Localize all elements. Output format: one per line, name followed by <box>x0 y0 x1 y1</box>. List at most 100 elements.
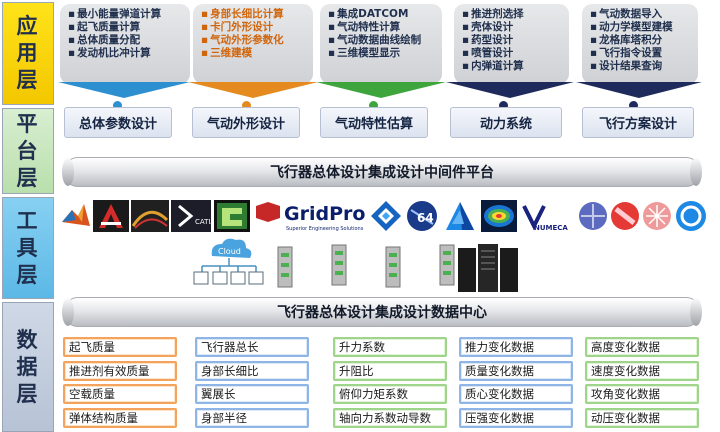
platform-aero-shape: 气动外形设计 <box>192 107 300 138</box>
app-item: 喷管设计 <box>462 47 563 60</box>
gridgen-logo-icon <box>214 200 250 232</box>
app-card-aero-characteristics: 集成DATCOM 气动特性计算 气动数据曲线绘制 三维模型显示 <box>320 4 442 84</box>
app-item: 总体质量分配 <box>68 34 184 47</box>
data-cell: 翼展长 <box>195 384 309 404</box>
platform-aero-characteristics: 气动特性估算 <box>320 107 428 138</box>
ansys-logo-icon <box>131 200 169 232</box>
app-item: 动力学模型建模 <box>590 21 692 34</box>
app-card-power-system: 推进剂选择 壳体设计 药型设计 喷管设计 内弹道计算 <box>454 4 569 84</box>
platform-power-system: 动力系统 <box>450 107 562 138</box>
numeca-logo-icon: NUMECA <box>520 200 576 232</box>
app-item: 发动机比冲计算 <box>68 47 184 60</box>
gridpro-logo-icon: GridPro Superior Engineering Solutions <box>254 200 366 232</box>
data-cell: 身部长细比 <box>195 360 309 381</box>
data-column-mass: 起飞质量 推进剂有效质量 空载质量 弹体结构质量 <box>63 337 177 431</box>
data-column-geometry: 飞行器总长 身部长细比 翼展长 身部半径 <box>195 337 309 431</box>
data-column-aero-coefficients: 升力系数 升阻比 俯仰力矩系数 轴向力系数动导数 <box>333 337 447 431</box>
tools-layer-label: 工具层 <box>2 197 54 299</box>
data-cell: 动压变化数据 <box>585 407 699 428</box>
app-item: 三维建模 <box>201 47 307 60</box>
data-cell: 身部半径 <box>195 407 309 428</box>
app-item: 壳体设计 <box>462 21 563 34</box>
data-cell: 轴向力系数动导数 <box>333 407 447 428</box>
tecplot-logo-icon <box>442 200 478 232</box>
app-item: 最小能量弹道计算 <box>68 8 184 21</box>
cloud-network-icon: Cloud <box>190 234 268 292</box>
chevron-down-icon <box>188 82 318 98</box>
platform-flight-plan: 飞行方案设计 <box>582 107 694 138</box>
app-item: 内弹道计算 <box>462 60 563 73</box>
bar-cap <box>62 158 74 186</box>
sphere-b-logo-icon <box>610 200 640 232</box>
data-cell: 质量变化数据 <box>459 360 573 381</box>
bar-cap <box>62 298 74 326</box>
sphere-c-logo-icon <box>642 200 672 232</box>
platform-layer-label: 平台层 <box>2 108 54 194</box>
svg-text:64: 64 <box>417 211 434 225</box>
fortran64-logo-icon: 64 <box>405 200 439 232</box>
autocad-logo-icon <box>93 200 129 232</box>
svg-text:NUMECA: NUMECA <box>534 224 568 232</box>
platform-layer-text: 平台层 <box>16 111 40 190</box>
data-cell: 攻角变化数据 <box>585 384 699 404</box>
app-item: 气动特性计算 <box>328 21 436 34</box>
catia-logo-icon: CATIA <box>171 200 211 232</box>
sphere-a-logo-icon <box>578 200 608 232</box>
data-center-bar: 飞行器总体设计集成设计数据中心 <box>62 297 702 327</box>
app-item: 龙格库塔积分 <box>590 34 692 47</box>
data-column-propulsion: 推力变化数据 质量变化数据 质心变化数据 压强变化数据 <box>459 337 573 431</box>
data-center-server-icon <box>458 244 520 292</box>
chevron-down-icon <box>446 82 574 98</box>
svg-text:Superior Engineering Solutions: Superior Engineering Solutions <box>286 226 364 232</box>
chevron-down-icon <box>58 82 190 98</box>
data-cell: 空载质量 <box>63 384 177 404</box>
data-cell: 速度变化数据 <box>585 360 699 381</box>
data-cell: 俯仰力矩系数 <box>333 384 447 404</box>
platform-overall-params: 总体参数设计 <box>64 107 172 138</box>
app-item: 集成DATCOM <box>328 8 436 21</box>
app-item: 设计结果查询 <box>590 60 692 73</box>
app-card-flight-plan: 气动数据导入 动力学模型建模 龙格库塔积分 飞行指令设置 设计结果查询 <box>582 4 698 84</box>
server-racks-icon <box>276 243 476 291</box>
diamond-logo-icon <box>370 200 402 232</box>
app-item: 药型设计 <box>462 34 563 47</box>
app-item: 推进剂选择 <box>462 8 563 21</box>
middleware-platform-title: 飞行器总体设计集成设计中间件平台 <box>270 165 494 181</box>
data-cell: 飞行器总长 <box>195 337 309 357</box>
data-cell: 起飞质量 <box>63 337 177 357</box>
app-item: 起飞质量计算 <box>68 21 184 34</box>
sphere-d-logo-icon <box>675 200 707 232</box>
app-item: 气动数据导入 <box>590 8 692 21</box>
bar-cap <box>690 158 702 186</box>
chevron-down-icon <box>576 82 702 98</box>
data-cell: 高度变化数据 <box>585 337 699 357</box>
application-layer-label: 应用层 <box>2 2 54 105</box>
data-cell: 推进剂有效质量 <box>63 360 177 381</box>
svg-text:CATIA: CATIA <box>195 218 211 226</box>
data-column-trajectory: 高度变化数据 速度变化数据 攻角变化数据 动压变化数据 <box>585 337 699 431</box>
matlab-logo-icon <box>60 200 92 232</box>
svg-text:Cloud: Cloud <box>218 247 241 256</box>
app-card-overall-params: 最小能量弹道计算 起飞质量计算 总体质量分配 发动机比冲计算 <box>60 4 190 84</box>
app-item: 气动外形参数化 <box>201 34 307 47</box>
contour-plot-icon <box>481 200 517 232</box>
middleware-platform-bar: 飞行器总体设计集成设计中间件平台 <box>62 157 702 187</box>
chevron-down-icon <box>316 82 446 98</box>
app-item: 身部长细比计算 <box>201 8 307 21</box>
data-cell: 升阻比 <box>333 360 447 381</box>
app-item: 卡门外形设计 <box>201 21 307 34</box>
bar-cap <box>690 298 702 326</box>
app-item: 三维模型显示 <box>328 47 436 60</box>
data-cell: 压强变化数据 <box>459 407 573 428</box>
svg-text:GridPro: GridPro <box>284 203 365 225</box>
data-cell: 升力系数 <box>333 337 447 357</box>
data-layer-label: 数据层 <box>2 302 54 432</box>
application-layer-text: 应用层 <box>16 14 40 92</box>
app-card-aero-shape: 身部长细比计算 卡门外形设计 气动外形参数化 三维建模 <box>193 4 313 84</box>
tools-layer-text: 工具层 <box>16 208 40 287</box>
data-cell: 推力变化数据 <box>459 337 573 357</box>
app-item: 飞行指令设置 <box>590 47 692 60</box>
app-item: 气动数据曲线绘制 <box>328 34 436 47</box>
data-cell: 弹体结构质量 <box>63 407 177 428</box>
data-layer-text: 数据层 <box>16 327 40 406</box>
